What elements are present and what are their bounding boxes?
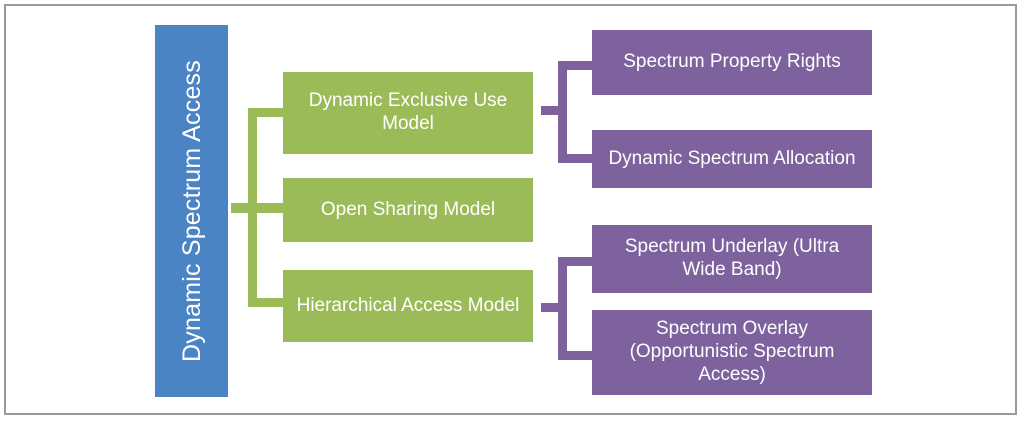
connector-purple1-stub [541,106,567,115]
connector-green-arm-top [248,108,288,117]
node-model-dynamic-exclusive-use: Dynamic Exclusive Use Model [283,72,533,154]
connector-root-stub [231,203,257,213]
node-model-label: Hierarchical Access Model [296,294,520,316]
node-model-label: Dynamic Exclusive Use Model [308,90,508,134]
node-leaf-spectrum-overlay: Spectrum Overlay (Opportunistic Spectrum… [592,310,872,395]
node-leaf-spectrum-underlay: Spectrum Underlay (Ultra Wide Band) [592,225,872,293]
node-root-label: Dynamic Spectrum Access [177,60,206,362]
node-leaf-label: Dynamic Spectrum Allocation [608,147,856,169]
node-leaf-spectrum-property-rights: Spectrum Property Rights [592,30,872,95]
connector-purple2-arm-bottom [558,351,598,360]
connector-purple1-spine [558,61,567,163]
node-model-hierarchical-access: Hierarchical Access Model [283,270,533,342]
connector-purple1-arm-bottom [558,154,598,163]
connector-purple1-arm-top [558,61,598,70]
connector-purple2-arm-top [558,257,598,266]
node-leaf-dynamic-spectrum-allocation: Dynamic Spectrum Allocation [592,130,872,188]
connector-purple2-stub [541,303,567,312]
node-model-open-sharing: Open Sharing Model [283,178,533,242]
node-model-label: Open Sharing Model [320,198,496,220]
node-root: Dynamic Spectrum Access [155,25,228,397]
node-leaf-label: Spectrum Underlay (Ultra Wide Band) [624,236,840,280]
node-leaf-label: Spectrum Overlay (Opportunistic Spectrum… [629,318,835,385]
connector-purple2-spine [558,257,567,360]
connector-green-arm-bottom [248,298,288,307]
node-leaf-label: Spectrum Property Rights [623,51,841,73]
connector-green-arm-middle [248,203,288,213]
